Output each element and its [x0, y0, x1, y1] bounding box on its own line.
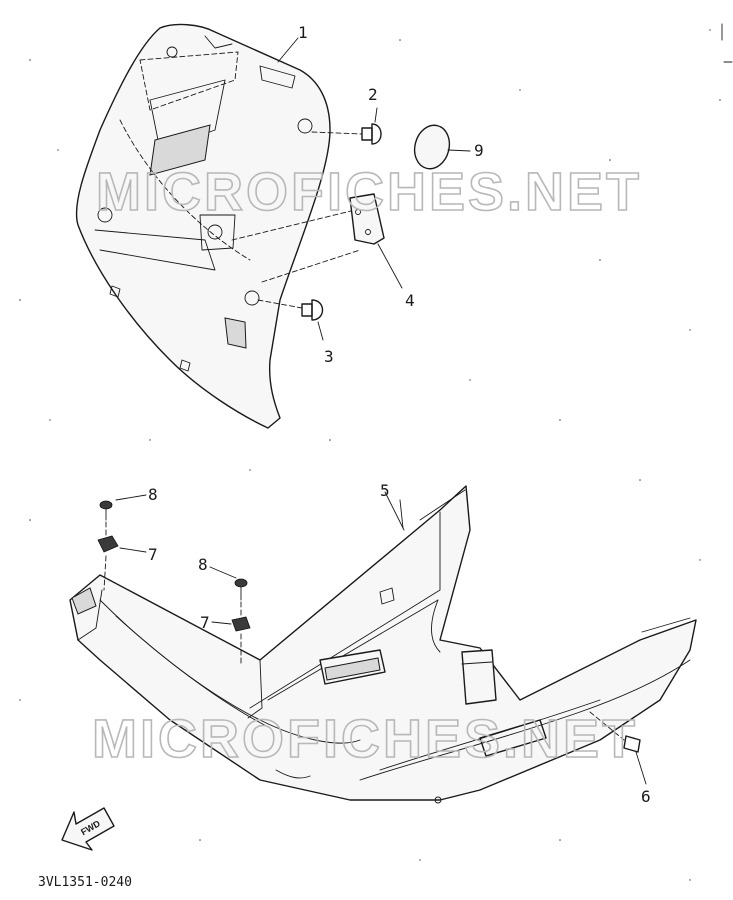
bolt-part-6	[589, 711, 647, 785]
callout-7-left: 7	[148, 545, 158, 564]
callout-4: 4	[405, 291, 415, 310]
screw-part-8-center	[209, 566, 248, 601]
callout-7-center: 7	[200, 613, 210, 632]
watermark-bottom: MICROFICHES.NET	[92, 709, 638, 769]
nut-part-7-center	[211, 601, 251, 665]
footrest-board-part-5	[69, 485, 697, 804]
callout-5: 5	[380, 481, 390, 500]
callout-8-left: 8	[148, 485, 158, 504]
forward-arrow-icon: FWD	[61, 807, 115, 851]
callout-8-center: 8	[198, 555, 208, 574]
grommet-part-3	[257, 299, 324, 341]
callout-3: 3	[324, 347, 334, 366]
diagram-code: 3VL1351-0240	[38, 875, 132, 890]
callout-6: 6	[641, 787, 651, 806]
cap-part-9	[413, 124, 471, 170]
bolt-part-2	[311, 107, 382, 145]
callout-9: 9	[474, 141, 484, 160]
leader-1	[277, 37, 299, 63]
callout-2: 2	[368, 85, 378, 104]
plate-part-4	[231, 193, 403, 289]
scan-speckle	[19, 29, 721, 881]
watermark-top: MICROFICHES.NET	[96, 162, 642, 222]
callout-1: 1	[298, 23, 308, 42]
screw-part-8-left	[99, 494, 147, 521]
nut-part-7-left	[97, 521, 147, 591]
leader-5	[384, 491, 405, 531]
leg-shield-part-1	[75, 23, 331, 429]
edge-marks	[721, 23, 733, 63]
